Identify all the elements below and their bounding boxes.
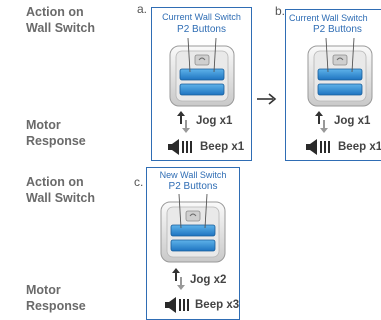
wall-switch-icon bbox=[160, 194, 226, 263]
right-arrow-icon bbox=[257, 93, 277, 105]
jog-arrows-icon bbox=[172, 268, 185, 290]
panel-b-jog-label: Jog x1 bbox=[334, 115, 371, 127]
wall-switch-icon bbox=[307, 38, 373, 107]
panel-c-title-line2: P2 Buttons bbox=[168, 181, 218, 192]
panel-a-beep-label: Beep x1 bbox=[200, 141, 245, 153]
speaker-beep-icon bbox=[165, 297, 189, 313]
panel-b: Current Wall Switch P2 Buttons Jog x1 Be… bbox=[285, 9, 381, 161]
panel-b-title-line1: Current Wall Switch bbox=[289, 13, 368, 23]
wall-switch-icon bbox=[169, 38, 235, 107]
panel-c-beep-label: Beep x3 bbox=[195, 299, 240, 311]
jog-arrows-icon bbox=[177, 111, 190, 133]
panel-letter-b: b. bbox=[275, 4, 286, 18]
speaker-beep-icon bbox=[306, 139, 330, 155]
panel-c: New Wall Switch P2 Buttons Jog x2 Beep x… bbox=[146, 167, 240, 320]
panel-c-jog-label: Jog x2 bbox=[190, 274, 227, 286]
panel-a-jog-label: Jog x1 bbox=[196, 115, 233, 127]
panel-a: Current Wall Switch P2 Buttons Jog x1 Be… bbox=[151, 7, 252, 161]
panel-b-beep-label: Beep x1 bbox=[338, 141, 381, 153]
row-label-action-2: Action on Wall Switch bbox=[26, 175, 95, 205]
panel-c-title-line1: New Wall Switch bbox=[159, 170, 227, 180]
panel-a-title-line2: P2 Buttons bbox=[177, 24, 226, 35]
panel-letter-c: c. bbox=[134, 175, 144, 189]
panel-letter-a: a. bbox=[137, 2, 148, 16]
row-label-motor-2: Motor Response bbox=[26, 283, 86, 313]
row-label-motor-1: Motor Response bbox=[26, 118, 86, 148]
panel-a-title-line1: Current Wall Switch bbox=[162, 12, 241, 22]
panel-b-title-line2: P2 Buttons bbox=[313, 24, 362, 35]
row-label-action-1: Action on Wall Switch bbox=[26, 5, 95, 35]
jog-arrows-icon bbox=[315, 111, 328, 133]
speaker-beep-icon bbox=[168, 139, 192, 155]
